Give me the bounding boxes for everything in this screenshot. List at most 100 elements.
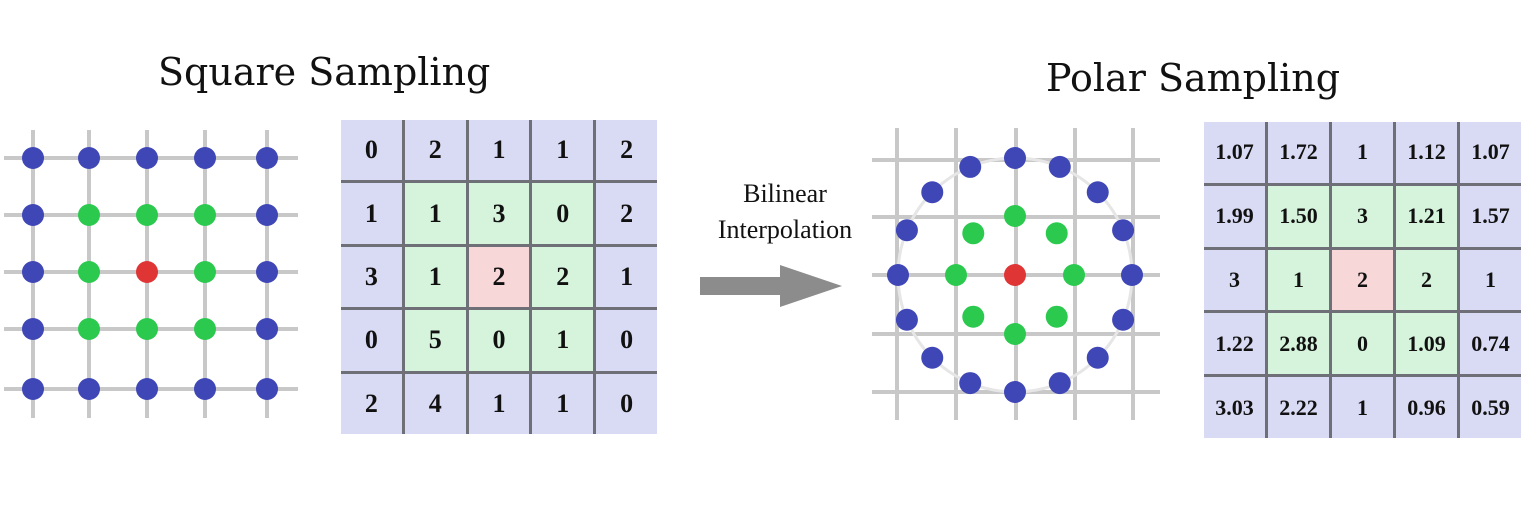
- inner-sample-dot: [1004, 205, 1026, 227]
- table-cell: 0: [1332, 313, 1393, 375]
- outer-sample-dot: [256, 378, 278, 400]
- inner-sample-dot: [1063, 264, 1085, 286]
- arrow-label-line1: Bilinear: [743, 179, 827, 208]
- outer-sample-dot: [1112, 308, 1135, 331]
- table-cell: 1: [341, 183, 402, 244]
- table-cell: 1: [468, 373, 530, 434]
- table-cell: 2: [532, 246, 594, 308]
- outer-sample-dot: [194, 147, 216, 169]
- table-cell: 1: [1268, 249, 1329, 311]
- table-cell: 0.59: [1460, 377, 1521, 438]
- table-cell: 0.74: [1460, 313, 1521, 375]
- table-cell: 1: [1460, 249, 1521, 311]
- inner-sample-dot: [1004, 323, 1026, 345]
- outer-sample-dot: [1086, 346, 1109, 369]
- polar-sampling-title: Polar Sampling: [1046, 56, 1341, 100]
- outer-sample-dot: [22, 378, 44, 400]
- table-cell: 1.21: [1396, 185, 1457, 247]
- table-cell: 3.03: [1204, 377, 1265, 438]
- inner-sample-dot: [962, 222, 985, 245]
- outer-sample-dot: [22, 147, 44, 169]
- inner-sample-dot: [945, 264, 967, 286]
- outer-sample-dot: [194, 378, 216, 400]
- inner-sample-dot: [1045, 305, 1068, 328]
- outer-sample-dot: [256, 318, 278, 340]
- table-cell: 1: [468, 120, 530, 181]
- outer-sample-dot: [1086, 181, 1109, 204]
- outer-sample-dot: [256, 204, 278, 226]
- table-cell: 1.72: [1268, 122, 1329, 183]
- table-cell: 1.99: [1204, 185, 1265, 247]
- inner-sample-dot: [78, 318, 100, 340]
- table-cell: 2: [404, 120, 466, 181]
- square-sample-dots: [22, 147, 278, 400]
- table-cell: 1.09: [1396, 313, 1457, 375]
- outer-sample-dot: [256, 261, 278, 283]
- arrow-label: Bilinear Interpolation: [700, 176, 870, 248]
- table-cell: 1: [404, 183, 466, 244]
- table-cell: 1.50: [1268, 185, 1329, 247]
- inner-sample-dot: [962, 305, 985, 328]
- outer-sample-dot: [1112, 219, 1135, 242]
- outer-sample-dot: [78, 147, 100, 169]
- outer-sample-dot: [22, 318, 44, 340]
- right-arrow-icon: [700, 265, 842, 307]
- arrow-label-line2: Interpolation: [717, 215, 853, 244]
- table-cell: 3: [468, 183, 530, 244]
- polar-sample-dots: [887, 147, 1143, 403]
- outer-sample-dot: [959, 155, 982, 178]
- table-cell: 1.12: [1396, 122, 1457, 183]
- outer-sample-dot: [887, 264, 909, 286]
- inner-sample-dot: [194, 261, 216, 283]
- center-sample-dot: [136, 261, 158, 283]
- inner-sample-dot: [194, 204, 216, 226]
- inner-sample-dot: [136, 204, 158, 226]
- table-cell: 2: [468, 246, 530, 308]
- table-cell: 1: [1332, 122, 1393, 183]
- outer-sample-dot: [1004, 381, 1026, 403]
- table-cell: 1.57: [1460, 185, 1521, 247]
- table-cell: 0: [468, 310, 530, 371]
- outer-sample-dot: [1004, 147, 1026, 169]
- outer-sample-dot: [895, 308, 918, 331]
- table-cell: 0: [596, 310, 657, 371]
- table-cell: 1: [532, 120, 594, 181]
- table-cell: 0: [596, 373, 657, 434]
- table-cell: 2: [1396, 249, 1457, 311]
- table-cell: 4: [404, 373, 466, 434]
- table-cell: 1.07: [1204, 122, 1265, 183]
- table-cell: 0.96: [1396, 377, 1457, 438]
- inner-sample-dot: [78, 204, 100, 226]
- inner-sample-dot: [136, 318, 158, 340]
- table-cell: 1: [532, 310, 594, 371]
- table-cell: 5: [404, 310, 466, 371]
- table-cell: 1.22: [1204, 313, 1265, 375]
- inner-sample-dot: [78, 261, 100, 283]
- inner-sample-dot: [194, 318, 216, 340]
- outer-sample-dot: [1048, 372, 1071, 395]
- outer-sample-dot: [895, 219, 918, 242]
- outer-sample-dot: [921, 181, 944, 204]
- outer-sample-dot: [256, 147, 278, 169]
- table-cell: 0: [532, 183, 594, 244]
- outer-sample-dot: [1048, 155, 1071, 178]
- table-cell: 0: [341, 310, 402, 371]
- inner-sample-dot: [1045, 222, 1068, 245]
- table-cell: 2.88: [1268, 313, 1329, 375]
- outer-sample-dot: [136, 378, 158, 400]
- table-cell: 2: [341, 373, 402, 434]
- table-cell: 2.22: [1268, 377, 1329, 438]
- table-cell: 3: [1204, 249, 1265, 311]
- table-cell: 3: [1332, 185, 1393, 247]
- table-cell: 3: [341, 246, 402, 308]
- table-cell: 0: [341, 120, 402, 181]
- table-cell: 2: [596, 120, 657, 181]
- outer-sample-dot: [136, 147, 158, 169]
- table-cell: 2: [596, 183, 657, 244]
- outer-sample-dot: [22, 261, 44, 283]
- center-sample-dot: [1004, 264, 1026, 286]
- outer-sample-dot: [22, 204, 44, 226]
